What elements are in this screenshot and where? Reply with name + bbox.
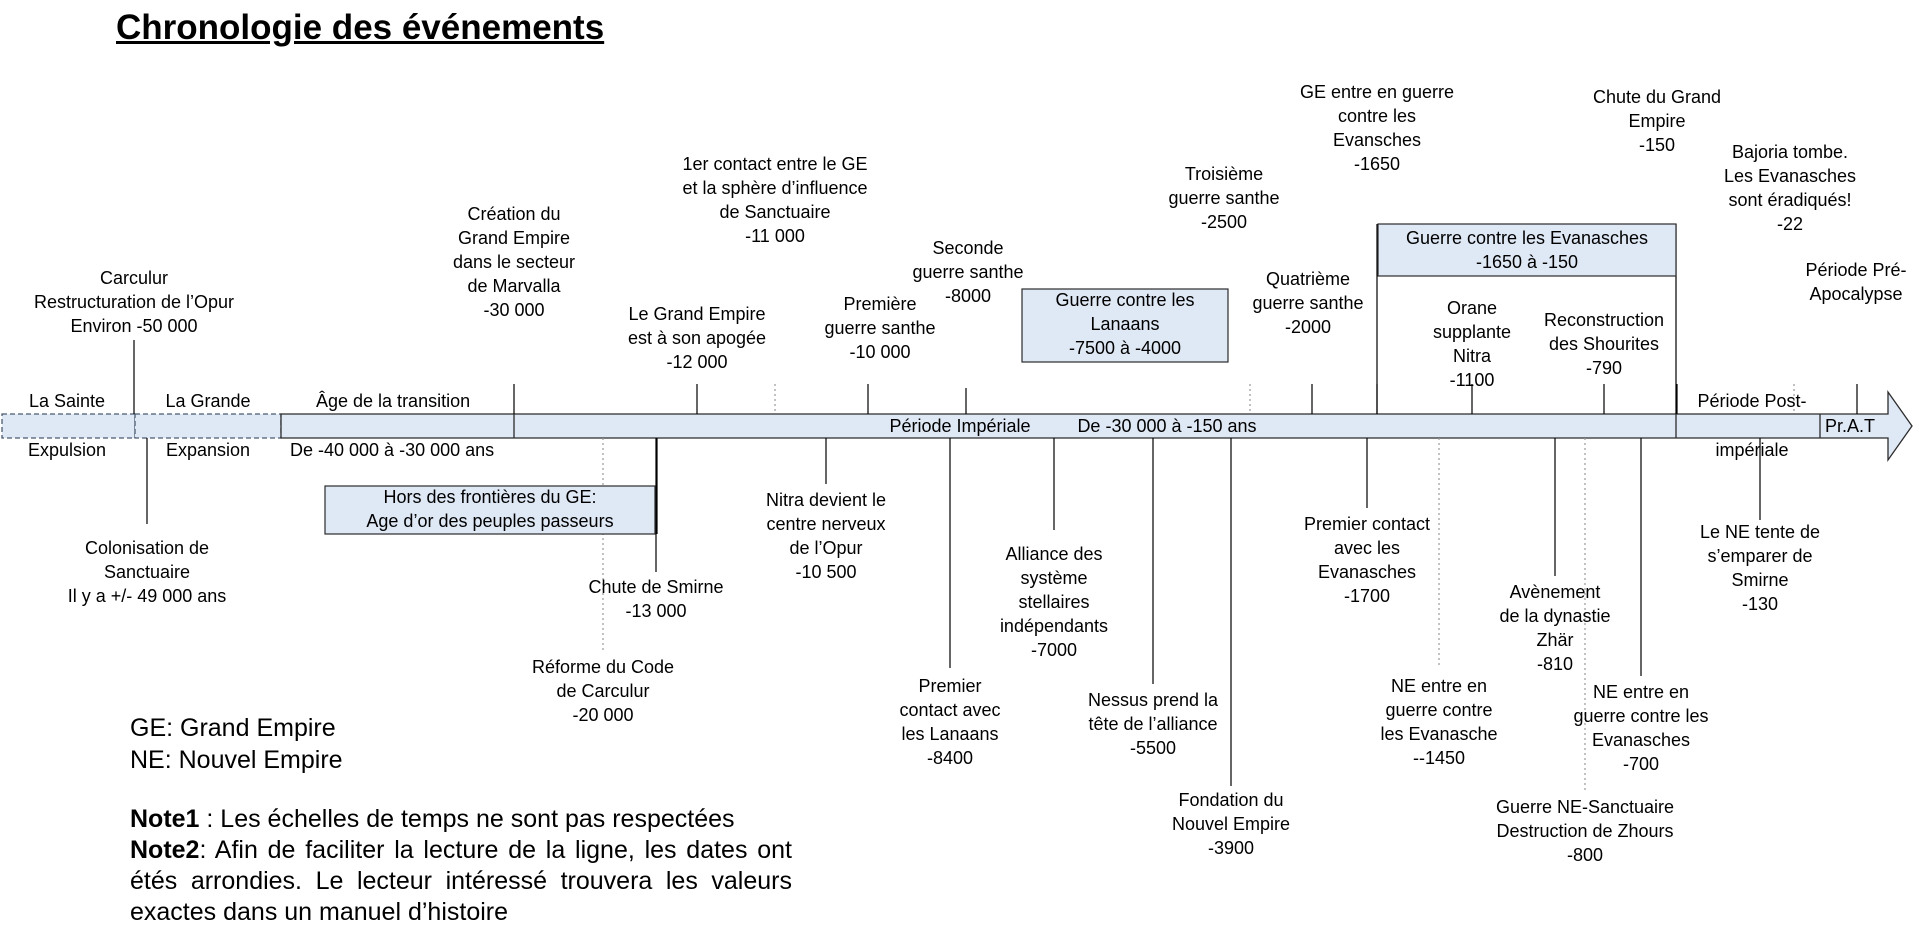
band-label: Période Post-	[1697, 391, 1806, 411]
band-label: Expulsion	[28, 440, 106, 460]
event-connectors	[133, 224, 1858, 790]
legend-ne: NE: Nouvel Empire	[130, 746, 343, 774]
band-label: Expansion	[166, 440, 250, 460]
band-label: De -30 000 à -150 ans	[1077, 416, 1256, 436]
band-label: Période Impériale	[889, 416, 1030, 436]
band-grande-expansion	[134, 413, 282, 439]
legend-ge: GE: Grand Empire	[130, 714, 336, 742]
notes-block: Note1 : Les échelles de temps ne sont pa…	[130, 804, 792, 928]
band-label: La Grande	[165, 391, 250, 411]
note-1-label: Note1	[130, 805, 200, 833]
note-1-text: : Les échelles de temps ne sont pas resp…	[199, 805, 735, 833]
abbreviation-legend: GE: Grand Empire NE: Nouvel Empire	[130, 712, 343, 776]
band-sainte-expulsion	[1, 413, 136, 439]
timeline-arrow	[280, 389, 1913, 463]
band-label: Pr.A.T	[1825, 416, 1875, 436]
period-box-label: Guerre contre les Evanasches-1650 à -150	[1406, 228, 1648, 272]
period-boxes	[324, 223, 1677, 535]
band-label: Âge de la transition	[316, 391, 470, 411]
event-below: Chute de Smirne-13 000	[588, 577, 723, 621]
note-2-label: Note2	[130, 836, 200, 864]
period-box	[1021, 288, 1229, 363]
band-label: La Sainte	[29, 391, 105, 411]
page-title: Chronologie des événements	[116, 8, 605, 47]
period-box	[324, 485, 656, 535]
band-label: impériale	[1715, 440, 1788, 460]
timeline-bands	[1, 389, 1913, 463]
note-1: Note1 : Les échelles de temps ne sont pa…	[130, 804, 792, 835]
note-2-text: : Afin de faciliter la lecture de la lig…	[130, 836, 792, 926]
period-box	[1377, 223, 1677, 277]
period-box-label: Hors des frontières du GE:Age d’or des p…	[366, 487, 613, 531]
event-above: Période Pré-Apocalypse	[1805, 260, 1906, 304]
note-2: Note2: Afin de faciliter la lecture de l…	[130, 835, 792, 928]
band-label: De -40 000 à -30 000 ans	[290, 440, 494, 460]
